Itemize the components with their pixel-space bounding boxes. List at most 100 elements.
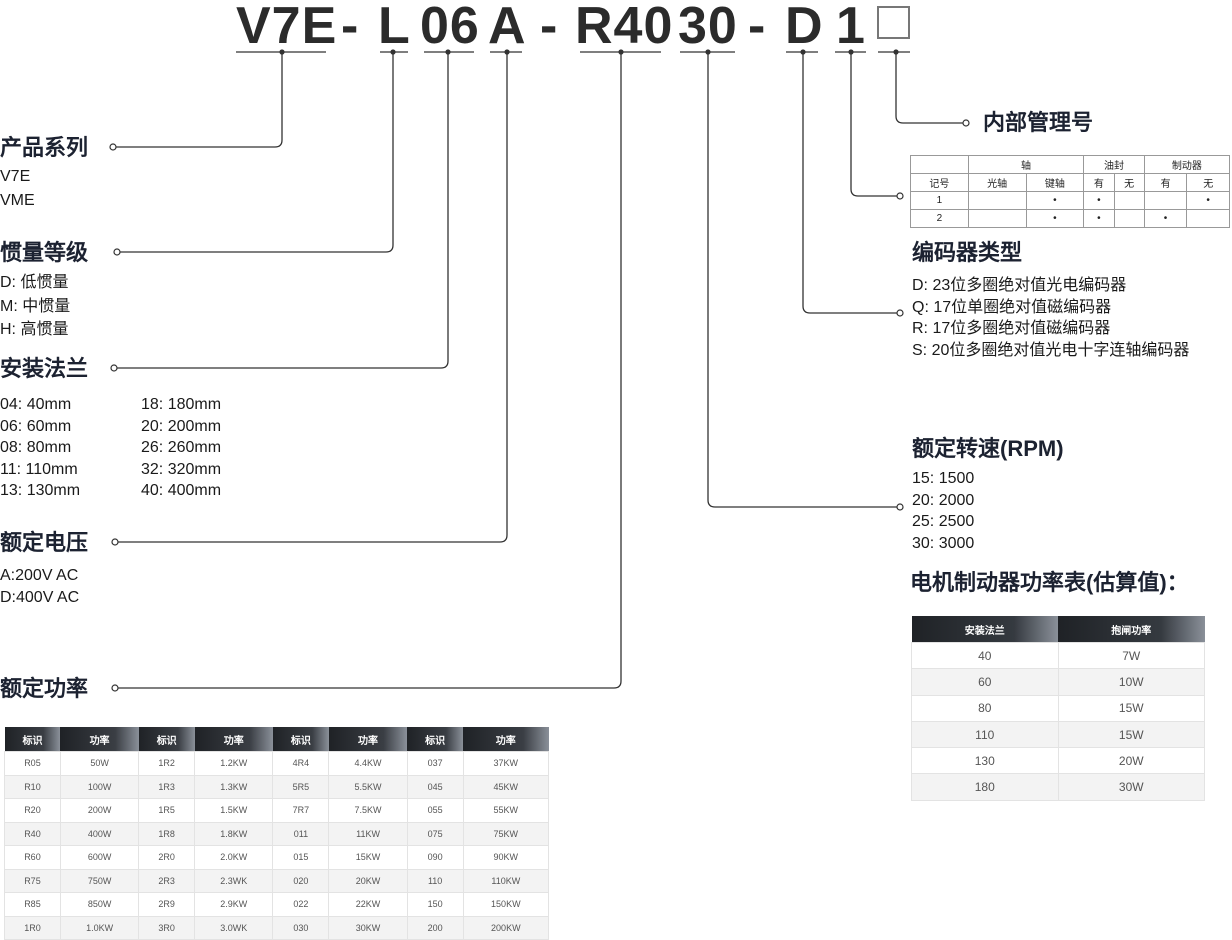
table-cell: 1R3: [138, 774, 196, 799]
table-cell: 015: [272, 845, 330, 870]
list-item: 08: 80mm: [0, 439, 72, 456]
flange-list-col1: 04: 40mm 06: 60mm 08: 80mm 11: 110mm 13:…: [0, 394, 80, 502]
table-cell: [1113, 209, 1145, 228]
table-cell: 20KW: [328, 868, 408, 893]
table-cell: 5.5KW: [328, 774, 408, 799]
table-cell: 3.0WK: [194, 915, 274, 940]
table-header: 功率: [60, 727, 139, 752]
table-cell: 1.3KW: [194, 774, 274, 799]
table-header: 抱闸功率: [1058, 616, 1205, 643]
series-list: V7E VME: [0, 166, 35, 211]
table-cell: 110KW: [462, 868, 550, 893]
table-header-row: 安装法兰 抱闸功率: [911, 616, 1205, 643]
table-cell: 200W: [59, 798, 140, 823]
table-row: 记号 光轴 键轴 有 无 有 无: [910, 173, 1230, 192]
table-cell: 1R2: [138, 751, 196, 776]
table-cell: 30KW: [328, 915, 408, 940]
table-cell: R75: [4, 868, 61, 893]
table-cell: 11KW: [328, 821, 408, 846]
list-item: 15: 1500: [912, 470, 975, 487]
table-cell: 100W: [59, 774, 140, 799]
table-row: 1 • • •: [910, 191, 1230, 210]
table-header: 标识: [272, 727, 329, 752]
table-cell: •: [1025, 191, 1085, 210]
table-cell: 1: [910, 191, 969, 210]
table-cell: 无: [1113, 173, 1145, 192]
option-table: 轴 油封 制动器 记号 光轴 键轴 有 无 有 无 1 • • • 2 • • …: [910, 155, 1231, 228]
table-cell: 600W: [59, 845, 140, 870]
power-title: 额定功率: [0, 676, 89, 701]
table-cell: 7.5KW: [328, 798, 408, 823]
table-cell: 110: [406, 868, 464, 893]
voltage-title: 额定电压: [0, 530, 89, 555]
code-inertia: L: [378, 0, 411, 55]
code-speed: 30: [678, 0, 738, 55]
table-cell: 60: [911, 668, 1059, 696]
table-cell: 2.3WK: [194, 868, 274, 893]
table-cell: [967, 191, 1027, 210]
code-option: 1: [836, 0, 866, 55]
table-cell: [1143, 191, 1188, 210]
list-item: D: 23位多圈绝对值光电编码器: [912, 277, 1127, 294]
list-item: 04: 40mm: [0, 396, 72, 413]
table-cell: 75KW: [462, 821, 550, 846]
table-cell: 10W: [1057, 668, 1205, 696]
table-header: 功率: [328, 727, 408, 752]
table-cell: 2R3: [138, 868, 196, 893]
table-cell: 2.9KW: [194, 892, 274, 917]
table-cell: 150KW: [462, 892, 550, 917]
table-cell: 037: [406, 751, 464, 776]
table-cell: 15W: [1057, 694, 1205, 722]
speed-title: 额定转速(RPM): [912, 436, 1064, 461]
table-cell: 1R5: [138, 798, 196, 823]
list-item: 30: 3000: [912, 534, 975, 552]
table-header: 功率: [194, 727, 273, 752]
code-internal-box: [877, 6, 910, 39]
table-cell: 090: [406, 845, 464, 870]
table-cell: 020: [272, 868, 330, 893]
table-header: 制动器: [1143, 155, 1231, 174]
table-cell: 750W: [59, 868, 140, 893]
table-cell: 1.5KW: [194, 798, 274, 823]
table-cell: 22KW: [328, 892, 408, 917]
table-cell: [1186, 209, 1230, 228]
code-flange: 06: [420, 0, 480, 55]
table-header: [910, 155, 969, 174]
list-item: 06: 60mm: [0, 417, 72, 435]
table-cell: 4R4: [272, 751, 330, 776]
table-cell: 022: [272, 892, 330, 917]
table-cell: R85: [4, 892, 61, 917]
table-cell: 无: [1186, 173, 1230, 192]
list-item: 25: 2500: [912, 513, 975, 530]
table-cell: 7R7: [272, 798, 330, 823]
table-cell: •: [1083, 209, 1115, 228]
table-cell: 1.2KW: [194, 751, 274, 776]
speed-list: 15: 1500 20: 2000 25: 2500 30: 3000: [912, 468, 974, 554]
list-item: M: 中惯量: [0, 297, 71, 315]
list-item: S: 20位多圈绝对值光电十字连轴编码器: [912, 341, 1190, 359]
code-dash: -: [748, 0, 767, 55]
table-cell: 37KW: [462, 751, 550, 776]
table-cell: 1.8KW: [194, 821, 274, 846]
table-cell: 2.0KW: [194, 845, 274, 870]
table-cell: 光轴: [967, 173, 1027, 192]
series-title: 产品系列: [0, 135, 89, 160]
table-cell: 075: [406, 821, 464, 846]
table-header: 安装法兰: [911, 616, 1058, 643]
table-cell: 3R0: [138, 915, 196, 940]
table-cell: 1.0KW: [59, 915, 140, 940]
list-item: Q: 17位单圈绝对值磁编码器: [912, 298, 1112, 316]
table-cell: [967, 209, 1027, 228]
flange-title: 安装法兰: [0, 356, 89, 381]
list-item: R: 17位多圈绝对值磁编码器: [912, 320, 1111, 337]
brake-table-title: 电机制动器功率表(估算值)：: [910, 570, 1189, 595]
table-cell: 15KW: [328, 845, 408, 870]
